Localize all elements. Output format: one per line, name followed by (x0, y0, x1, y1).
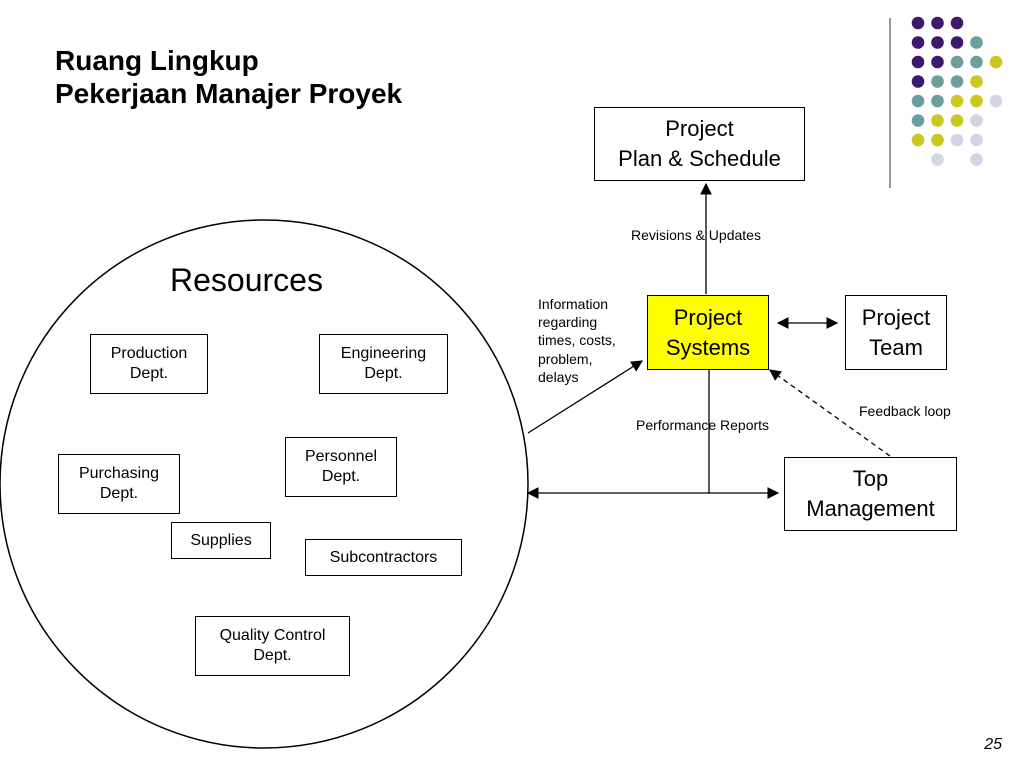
decorative-dot (931, 133, 944, 147)
decorative-dot (970, 55, 983, 69)
decorative-dot (911, 133, 925, 147)
box-text: Systems (665, 334, 751, 360)
box-text: Plan & Schedule (618, 146, 781, 171)
quality-control-dept-box: Quality Control Dept. (195, 616, 350, 676)
box-text: Quality Control (219, 627, 326, 644)
decorative-dot (950, 75, 964, 88)
decorative-dot (931, 55, 944, 69)
decorative-dot (931, 36, 944, 49)
purchasing-dept-box: Purchasing Dept. (58, 454, 180, 514)
box-text: Dept. (364, 365, 403, 382)
box-text: Personnel (304, 448, 378, 465)
production-dept-box: Production Dept. (90, 334, 208, 394)
decorative-dot (950, 133, 964, 147)
decorative-dot (931, 16, 944, 30)
decorative-dot (970, 133, 983, 147)
box-text: Dept. (321, 468, 361, 485)
decorative-dot (950, 94, 964, 108)
box-text: Subcontractors (329, 548, 438, 566)
decorative-dot (931, 94, 944, 108)
decorative-dot (931, 75, 944, 88)
decorative-dot (970, 36, 983, 49)
revisions-updates-label: Revisions & Updates (631, 227, 761, 243)
decorative-dot (911, 36, 925, 49)
project-systems-box: Project Systems (647, 295, 769, 370)
decorative-dot (970, 114, 983, 127)
decorative-dot (911, 55, 925, 69)
decorative-dot (950, 36, 964, 49)
supplies-box: Supplies (171, 522, 271, 559)
decorative-dot (911, 114, 925, 127)
decorative-dot (989, 94, 1003, 108)
top-management-box: Top Management (784, 457, 957, 531)
label-line: regarding (538, 314, 598, 331)
label-line: delays (538, 368, 579, 385)
slide-title: Ruang Lingkup Pekerjaan Manajer Proyek (55, 44, 402, 110)
engineering-dept-box: Engineering Dept. (319, 334, 448, 394)
arrow-feedback-loop (769, 369, 891, 457)
box-text: Management (806, 496, 935, 521)
box-text: Dept. (253, 647, 292, 664)
resources-circle (0, 219, 529, 749)
box-text: Top (852, 466, 889, 492)
information-label: Information regarding times, costs, prob… (538, 295, 616, 386)
box-text: Project (861, 304, 931, 330)
box-text: Production (110, 345, 188, 362)
slide-title-line1: Ruang Lingkup (55, 45, 259, 76)
decorative-dot (989, 55, 1003, 69)
decorative-dot (911, 75, 925, 88)
box-text: Project (665, 116, 734, 142)
decorative-dot (970, 75, 983, 88)
box-text: Dept. (129, 365, 169, 382)
decorative-dot (950, 16, 964, 30)
box-text: Project (673, 304, 743, 330)
decorative-dot-grid (911, 16, 1003, 166)
project-team-box: Project Team (845, 295, 947, 370)
decorative-dot (911, 16, 925, 30)
project-plan-schedule-box: Project Plan & Schedule (594, 107, 805, 181)
decorative-dot (970, 94, 983, 108)
decorative-dot (931, 153, 944, 166)
arrow-resources-to-systems (527, 360, 643, 434)
label-line: Information (538, 296, 609, 312)
feedback-loop-label: Feedback loop (859, 403, 951, 419)
decorative-dot (950, 114, 964, 127)
box-text: Team (869, 334, 923, 360)
box-text: Supplies (190, 531, 252, 549)
box-text: Dept. (99, 485, 139, 502)
box-text: Purchasing (78, 465, 160, 482)
slide-number: 25 (984, 736, 1002, 753)
personnel-dept-box: Personnel Dept. (285, 437, 397, 497)
label-line: times, costs, (538, 332, 616, 349)
decorative-dot (911, 94, 925, 108)
slide-title-line2: Pekerjaan Manajer Proyek (55, 78, 403, 109)
resources-title: Resources (170, 262, 323, 298)
decorative-dot (950, 55, 964, 69)
label-line: problem, (538, 350, 593, 367)
decorative-dot (970, 153, 983, 166)
performance-reports-label: Performance Reports (636, 417, 770, 433)
decorative-dot (931, 114, 944, 127)
box-text: Engineering (340, 345, 427, 362)
subcontractors-box: Subcontractors (305, 539, 462, 576)
